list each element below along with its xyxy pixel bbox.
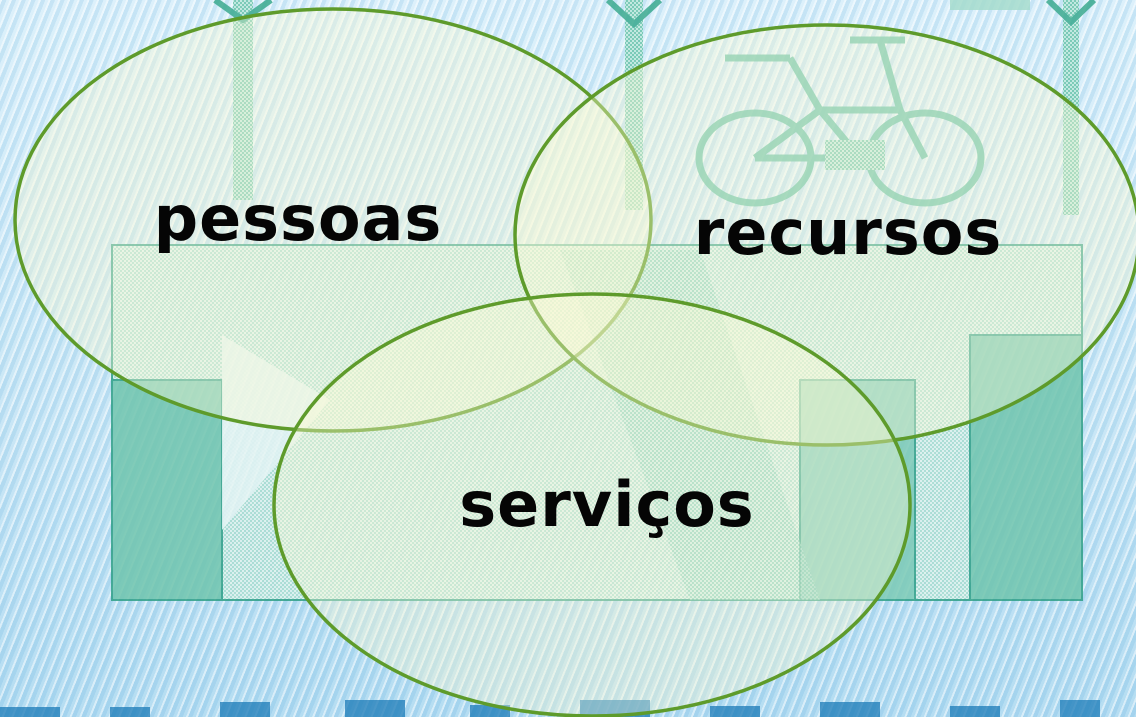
set-ellipse-servicos	[272, 292, 912, 717]
building-panel-left	[111, 379, 223, 601]
set-ellipse-recursos	[513, 23, 1136, 447]
venn-labels: pessoas recursos serviços	[154, 182, 1003, 541]
set-label-pessoas: pessoas	[154, 182, 443, 255]
sign-top-right	[950, 0, 1030, 10]
set-ellipse-pessoas	[13, 7, 653, 433]
bicycle-illustration	[695, 36, 985, 207]
building-panel-right	[969, 334, 1083, 601]
set-label-servicos: serviços	[459, 468, 754, 541]
building-door-shape	[222, 335, 330, 530]
tree-right	[1045, 0, 1097, 215]
set-label-recursos: recursos	[694, 196, 1003, 269]
venn-ellipses	[13, 7, 1136, 717]
tree-left	[213, 0, 273, 200]
background-illustration	[0, 0, 1100, 717]
